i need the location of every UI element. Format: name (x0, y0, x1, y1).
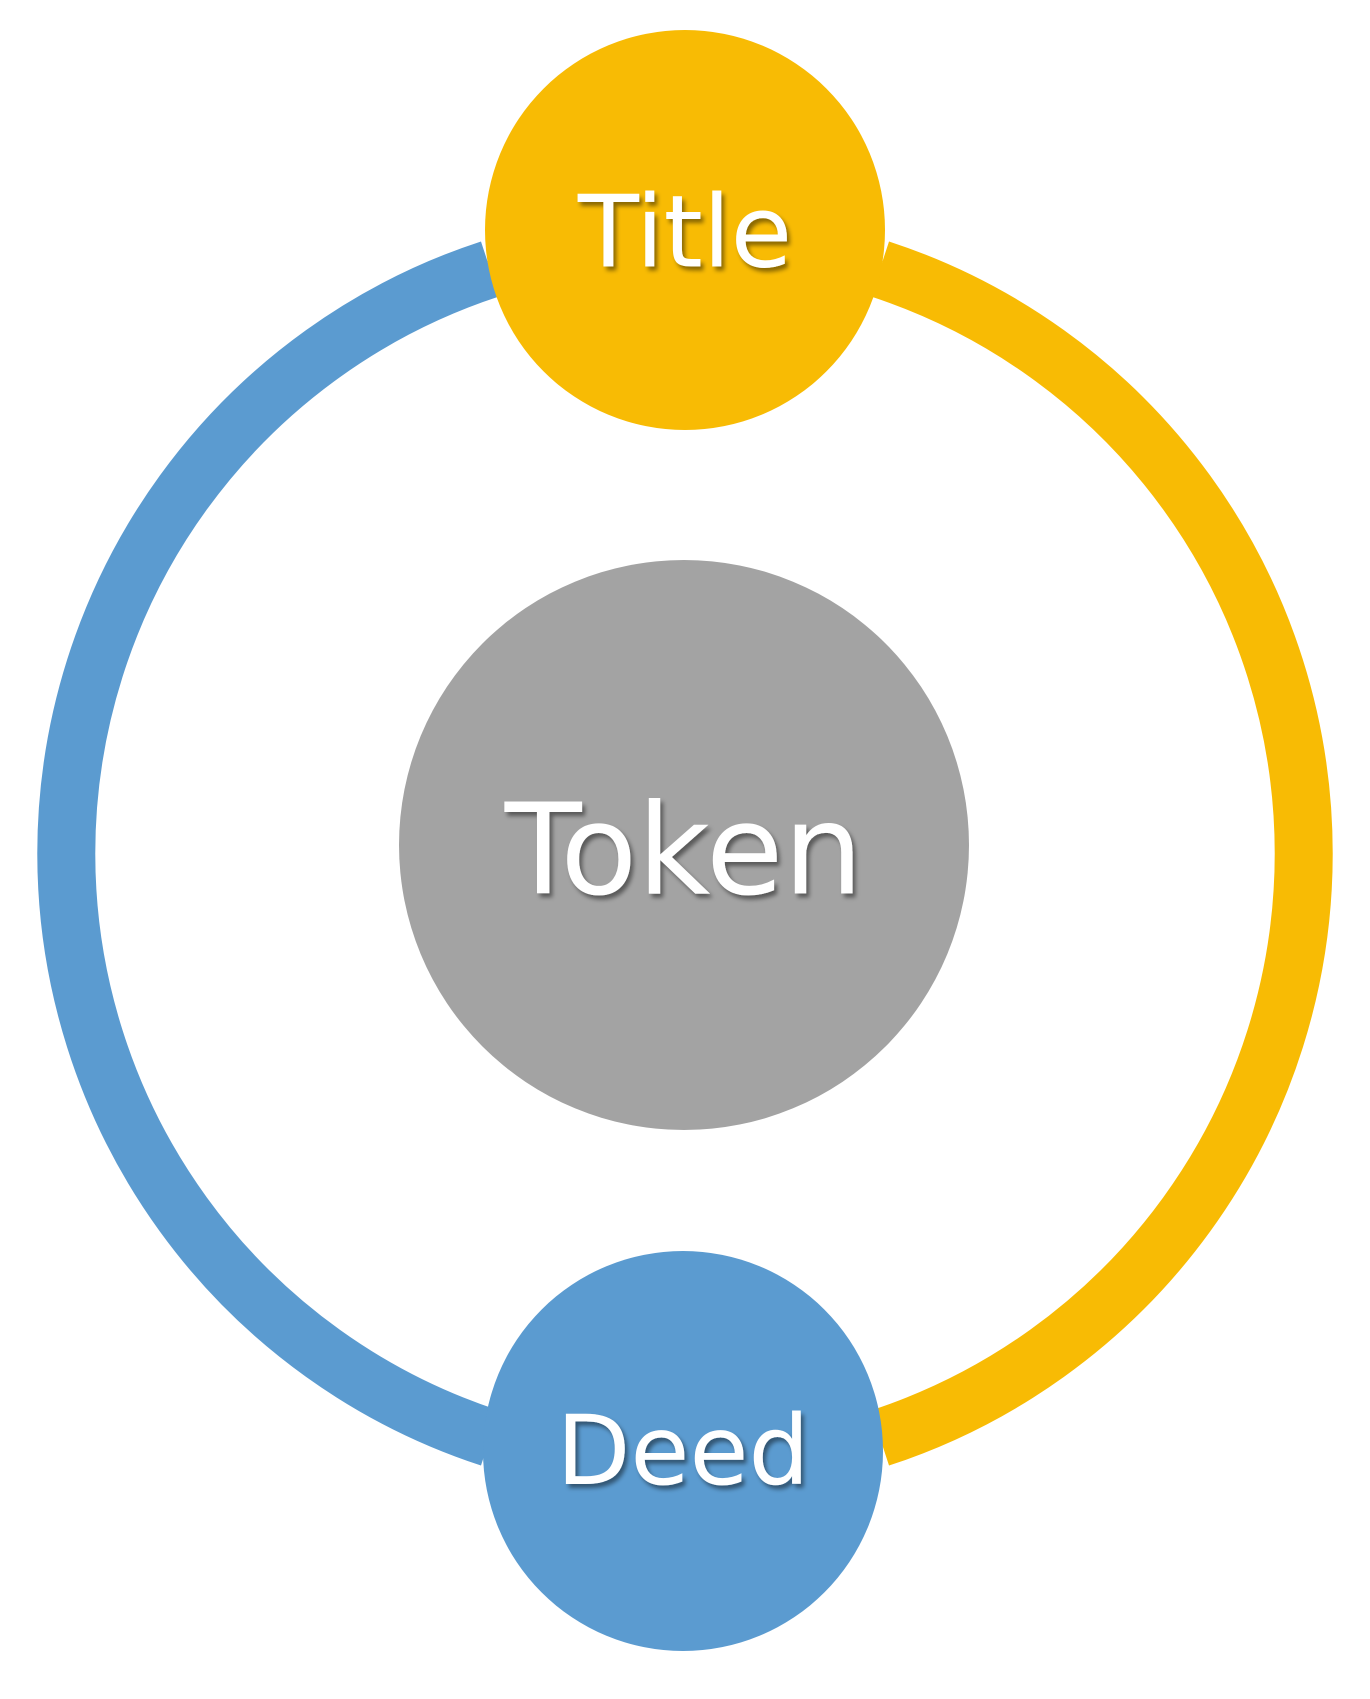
title-node-label: Title (577, 174, 792, 291)
deed-node-label: Deed (557, 1395, 810, 1507)
deed-node-circle (483, 1251, 883, 1651)
left-ring-arc (37, 241, 500, 1466)
right-ring-arc (870, 241, 1333, 1466)
deed-node: Deed (483, 1251, 883, 1651)
token-node-label: Token (504, 777, 864, 924)
title-node: Title (485, 30, 885, 430)
title-node-circle (485, 30, 885, 430)
token-node-circle (399, 560, 969, 1130)
token-node: Token (399, 560, 969, 1130)
